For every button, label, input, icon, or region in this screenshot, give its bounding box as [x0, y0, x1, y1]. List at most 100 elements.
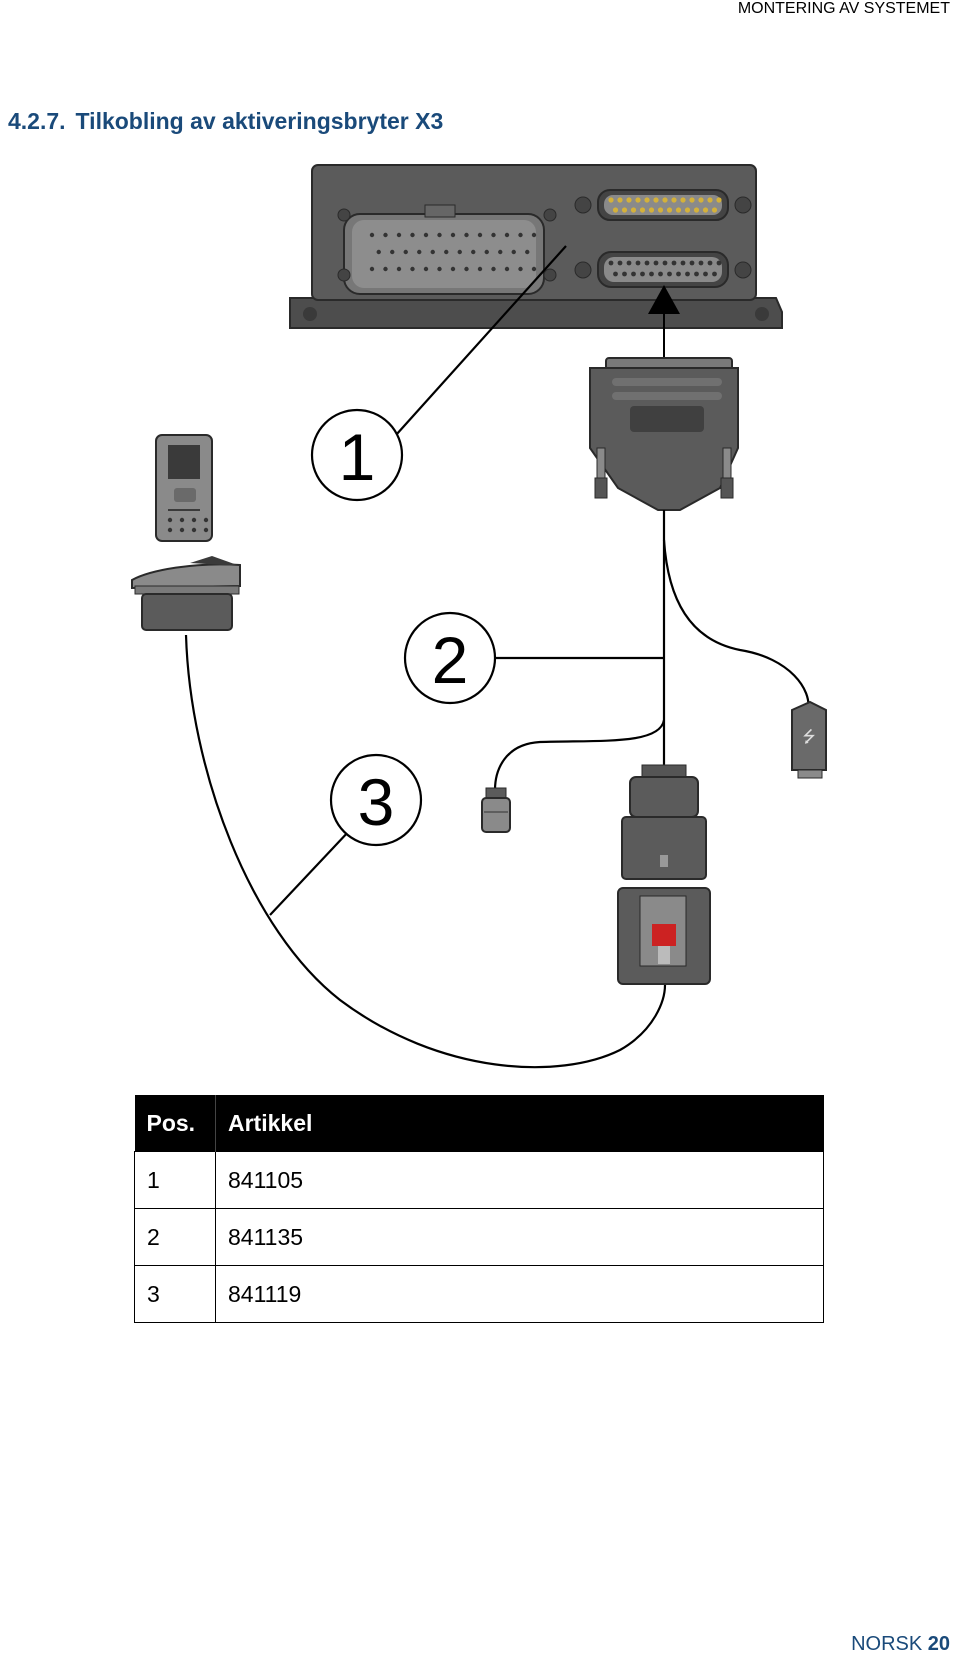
connector-pin [437, 232, 442, 238]
connector-pin [621, 207, 628, 213]
connector-pin [676, 271, 681, 277]
callout-1-circle [310, 408, 404, 502]
connector-pin [423, 266, 429, 272]
connector-pin [694, 271, 699, 277]
table-row: 2 841135 [134, 1208, 824, 1266]
connector-pin [498, 249, 503, 255]
connector-pin [671, 197, 677, 203]
connector-pin [417, 249, 422, 255]
wiring-diagram: 1 2 3 ⭍ [131, 164, 827, 1069]
connector-pin [518, 266, 523, 272]
connector-pin [504, 266, 510, 272]
connector-pin [626, 260, 632, 266]
connector-pin [662, 197, 668, 203]
connector-pin [504, 232, 510, 238]
connector-pin [667, 271, 672, 277]
connector-pin [383, 232, 388, 238]
connector-pin [666, 207, 673, 213]
connector-pin [712, 271, 717, 277]
row-article: 841105 [215, 1151, 824, 1209]
section-heading: 4.2.7.Tilkobling av aktiveringsbryter X3 [8, 108, 443, 135]
connector-pin [430, 249, 435, 255]
connector-pin [626, 197, 632, 203]
connector-pin [477, 232, 483, 238]
connector-pin [410, 232, 415, 238]
connector-pin [477, 266, 483, 272]
automotive-connector-female-icon [617, 887, 711, 985]
table-row: 3 841119 [134, 1265, 824, 1323]
connector-pin [383, 266, 388, 272]
connector-pin [369, 266, 375, 272]
connector-pin [617, 197, 623, 203]
connector-pin [689, 260, 695, 266]
connector-pin [403, 249, 408, 255]
row-pos: 2 [134, 1208, 216, 1266]
table-row: 1 841105 [134, 1151, 824, 1209]
callout-1: 1 [339, 420, 376, 494]
callout-3-circle [329, 753, 423, 847]
connector-pin [693, 207, 700, 213]
connector-pin [698, 260, 704, 266]
connector-pin [630, 207, 637, 213]
callout-2: 2 [432, 623, 469, 697]
connector-pin [457, 249, 462, 255]
leader-lines [269, 245, 664, 916]
connector-pin [491, 266, 496, 272]
connector-pin [684, 207, 691, 213]
connector-pin [444, 249, 449, 255]
connector-pin [471, 249, 476, 255]
connector-pins-large [369, 232, 537, 272]
connector-pin [369, 232, 375, 238]
connector-pin [464, 232, 469, 238]
connector-pin [410, 266, 415, 272]
connector-pin [531, 232, 537, 238]
connector-pins-port [608, 260, 722, 277]
connector-pins-gold [608, 197, 722, 213]
connector-pin [635, 260, 641, 266]
connector-pin [675, 207, 682, 213]
connector-pin [680, 260, 686, 266]
connector-pin [622, 271, 627, 277]
connector-pin [518, 232, 523, 238]
connector-pin [689, 197, 695, 203]
connector-pin [491, 232, 496, 238]
connector-pin [423, 232, 429, 238]
connector-pin [702, 207, 709, 213]
connector-pin [658, 271, 663, 277]
connector-pin [617, 260, 623, 266]
connector-pin [680, 197, 686, 203]
row-article: 841135 [215, 1208, 824, 1266]
header-pos: Pos. [134, 1095, 216, 1152]
connector-pin [390, 249, 395, 255]
connector-pin [685, 271, 690, 277]
round-plug-icon [481, 787, 511, 833]
row-article: 841119 [215, 1265, 824, 1323]
connector-pin [531, 266, 537, 272]
connector-pin [644, 197, 650, 203]
connector-pin [376, 249, 381, 255]
cables [184, 510, 810, 1069]
parts-table: Pos. Artikkel 1 841105 2 841135 3 841119 [134, 1095, 824, 1323]
connector-pin [716, 260, 722, 266]
connector-pin [613, 271, 618, 277]
connector-pin [649, 271, 654, 277]
header-article: Artikkel [215, 1095, 824, 1152]
connector-pin [437, 266, 442, 272]
page-footer: NORSK 20 [851, 1633, 950, 1656]
connector-pin [653, 260, 659, 266]
connector-pin [707, 197, 713, 203]
switch-housing-icon [131, 556, 241, 631]
connector-pin [450, 266, 456, 272]
row-pos: 3 [134, 1265, 216, 1323]
connector-pin [525, 249, 530, 255]
connector-pin [644, 260, 650, 266]
connector-pin [662, 260, 668, 266]
callout-3: 3 [358, 765, 395, 839]
connector-pin [612, 207, 619, 213]
arrow-up-icon [648, 285, 680, 360]
footer-language: NORSK [851, 1633, 923, 1655]
running-header: MONTERING AV SYSTEMET [737, 0, 950, 17]
connector-pin [671, 260, 677, 266]
control-unit-icon [289, 164, 783, 329]
callout-2-circle [403, 611, 497, 705]
